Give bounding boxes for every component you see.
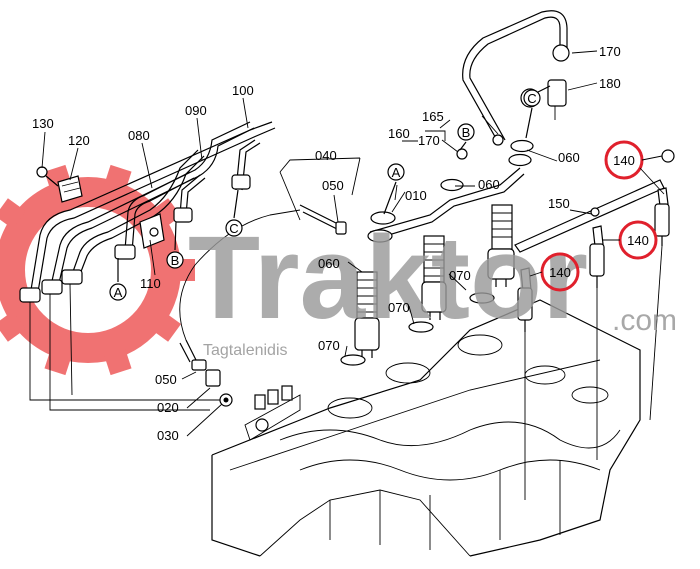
label-120: 120 xyxy=(68,133,90,148)
watermark-subtitle: Tagtalenidis xyxy=(203,342,288,359)
highlight-140-top: 140 xyxy=(604,140,665,195)
label-170-left: 170 xyxy=(418,133,440,148)
pipe-165 xyxy=(456,10,570,160)
washer-070-left xyxy=(340,354,366,366)
watermark-gear xyxy=(0,164,195,376)
label-080: 080 xyxy=(128,128,150,143)
injector-left xyxy=(354,271,380,358)
washer-070-right xyxy=(469,292,495,304)
watermark-gear-tooth xyxy=(0,198,26,229)
watermark-brand: Traktor xyxy=(188,212,588,344)
svg-text:C: C xyxy=(527,91,536,106)
svg-text:C: C xyxy=(229,221,238,236)
leader-lines xyxy=(41,50,598,437)
injection-pipes xyxy=(19,121,276,411)
injector-middle xyxy=(421,235,447,320)
label-060-mid: 060 xyxy=(478,177,500,192)
watermark-gear-tooth xyxy=(150,311,182,342)
callout-c-1: C xyxy=(225,189,243,237)
watermark-gear-tooth xyxy=(103,347,132,376)
callout-c-2: C xyxy=(523,89,541,139)
watermark-gear-tooth xyxy=(0,259,3,281)
label-030: 030 xyxy=(157,428,179,443)
label-010: 010 xyxy=(405,188,427,203)
label-090: 090 xyxy=(185,103,207,118)
engine-block xyxy=(211,299,641,557)
label-140-top: 140 xyxy=(613,153,635,168)
label-165: 165 xyxy=(422,109,444,124)
return-pipe-010 xyxy=(367,153,532,243)
callout-a-2: A xyxy=(383,163,405,215)
glow-plug-3 xyxy=(649,187,670,421)
watermark-gear-tooth xyxy=(0,311,26,342)
label-050-bottom: 050 xyxy=(155,372,177,387)
glow-plug-2 xyxy=(589,225,605,460)
nut-140 xyxy=(661,149,675,163)
label-110: 110 xyxy=(140,276,161,291)
leak-off-pipe xyxy=(179,157,361,407)
svg-text:A: A xyxy=(114,285,123,300)
callout-b-2: B xyxy=(457,123,475,151)
label-060-right: 060 xyxy=(558,150,580,165)
svg-text:B: B xyxy=(171,253,180,268)
label-170-top: 170 xyxy=(599,44,621,59)
watermark-gear-tooth xyxy=(44,347,73,376)
label-020: 020 xyxy=(157,400,179,415)
label-060-left: 060 xyxy=(318,256,340,271)
label-050-top: 050 xyxy=(322,178,344,193)
watermark-domain: .com xyxy=(612,304,677,337)
svg-text:B: B xyxy=(462,125,471,140)
callout-b-1: B xyxy=(166,221,184,269)
label-070-left: 070 xyxy=(318,338,340,353)
clamp-120 xyxy=(57,175,83,203)
svg-text:A: A xyxy=(392,165,401,180)
label-040: 040 xyxy=(315,148,337,163)
glow-plug-1 xyxy=(517,267,533,500)
label-070-mid: 070 xyxy=(388,300,410,315)
label-180: 180 xyxy=(599,76,621,91)
clamp-110 xyxy=(139,213,165,249)
label-130: 130 xyxy=(32,116,54,131)
label-160: 160 xyxy=(388,126,410,141)
highlight-140-left: 140 xyxy=(529,252,580,292)
label-140-right: 140 xyxy=(627,233,649,248)
label-150: 150 xyxy=(548,196,570,211)
injector-right xyxy=(487,204,515,287)
label-100: 100 xyxy=(232,83,254,98)
callout-a-1: A xyxy=(109,258,127,301)
washer-070-middle xyxy=(408,321,434,333)
highlight-140-right: 140 xyxy=(603,220,658,260)
label-140-left: 140 xyxy=(549,265,571,280)
label-070-right: 070 xyxy=(449,268,471,283)
